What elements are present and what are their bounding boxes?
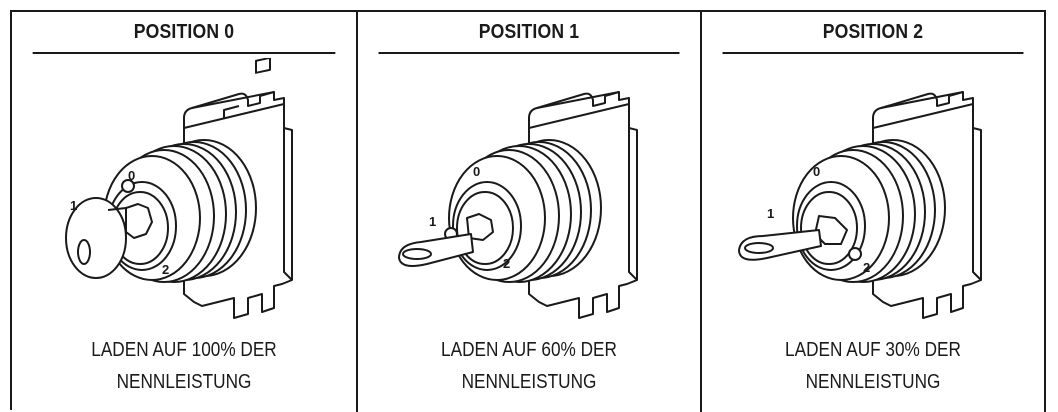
column-heading: POSITION 1 [378,12,680,54]
caption-line-2: NENNLEISTUNG [461,371,597,393]
column-position-1: POSITION 1 [358,12,702,412]
svg-text:1: 1 [429,214,436,229]
svg-text:1: 1 [70,198,77,213]
caption-line-1: LADEN AUF 60% DER [441,339,617,361]
key-switch-illustration: 0 1 2 [702,58,1044,338]
svg-text:0: 0 [128,168,135,183]
column-position-2: POSITION 2 [702,12,1046,412]
key-switch-illustration: 0 1 2 [358,58,700,338]
column-position-0: POSITION 0 [12,12,358,412]
column-heading: POSITION 2 [722,12,1024,54]
svg-text:0: 0 [813,164,820,179]
caption-line-1: LADEN AUF 30% DER [785,339,961,361]
caption: LADEN AUF 30% DER NENNLEISTUNG [726,334,1020,398]
key-switch-illustration: 0 1 2 [12,58,356,338]
caption: LADEN AUF 60% DER NENNLEISTUNG [382,334,676,398]
svg-text:1: 1 [767,206,774,221]
key-switch-icon: 0 1 2 [398,91,638,319]
svg-text:2: 2 [863,260,870,275]
svg-text:2: 2 [503,256,510,271]
key-switch-icon: 0 1 2 [738,91,982,319]
caption: LADEN AUF 100% DER NENNLEISTUNG [36,334,332,398]
svg-text:0: 0 [473,164,480,179]
position-table: POSITION 0 [10,10,1046,412]
column-heading: POSITION 0 [32,12,336,54]
caption-line-2: NENNLEISTUNG [116,371,252,393]
key-switch-icon: 0 1 2 [65,58,293,319]
caption-line-2: NENNLEISTUNG [805,371,941,393]
svg-text:2: 2 [162,262,169,277]
caption-line-1: LADEN AUF 100% DER [91,339,277,361]
